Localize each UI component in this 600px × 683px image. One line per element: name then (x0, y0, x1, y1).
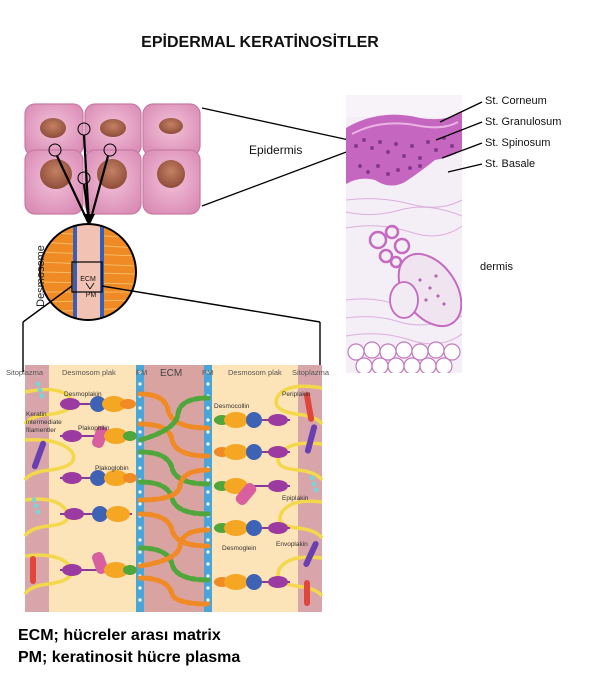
epidermis-connector-lines (201, 107, 350, 207)
plakoglobin-label: Plakoglobin (95, 465, 129, 472)
layer-label-spinosum: St. Spinosum (485, 137, 550, 149)
plakophilin-label: Plakophilin (78, 425, 110, 432)
keratinocyte-cell (142, 149, 201, 215)
desmocollin-complex (214, 444, 290, 460)
desmosome-detail-panel: Sitoplazma Desmosom plak PM ECM PM Desmo… (6, 365, 330, 612)
desmocollin-complex (214, 412, 290, 428)
keratin-label-line2: intermediate (26, 419, 62, 426)
page-title: EPİDERMAL KERATİNOSİTLER (141, 34, 379, 51)
desmoplakin-complex (60, 552, 137, 578)
ecm-label: ECM (160, 368, 182, 379)
pm-left-label: PM (136, 368, 147, 377)
caption-pm: PM; keratinosit hücre plasma (18, 649, 241, 666)
pm-right-label: PM (202, 368, 213, 377)
keratin-label-line3: filamentler (26, 427, 57, 434)
right-plaque-proteins (214, 412, 290, 590)
pm-small-label: PM (86, 292, 97, 299)
desmosom-plak-right-label: Desmosom plak (228, 368, 282, 377)
plakoglobin-complex (60, 470, 137, 486)
desmoplakin-complex (60, 506, 132, 522)
plasma-membranes (136, 365, 212, 612)
desmoglein-complex (214, 520, 290, 536)
keratinocyte-cell (24, 149, 84, 215)
layer-label-corneum: St. Corneum (485, 95, 547, 107)
desmosome-label: Desmosome (35, 245, 47, 307)
ecm-small-label: ECM (80, 276, 96, 283)
ecm-band (143, 365, 205, 612)
desmoplakin-complex (60, 396, 136, 412)
keratinocyte-cells (24, 103, 201, 215)
desmoplakin-label: Desmoplakin (64, 391, 102, 398)
plakophilin-complex (214, 478, 290, 506)
arrow-head (83, 214, 95, 226)
cadherin-chains (137, 391, 211, 607)
desmoglein-label: Desmoglein (222, 545, 257, 552)
zoom-lines (22, 285, 321, 372)
histology-section (346, 95, 462, 373)
sitoplazma-right-label: Sitoplazma (292, 368, 330, 377)
epiplakin-label: Epiplakin (282, 495, 309, 502)
desmoglein-complex (214, 574, 290, 590)
keratinocyte-cell (142, 103, 201, 157)
layer-pointer-lines (435, 101, 483, 173)
layer-label-granulosum: St. Granulosum (485, 116, 561, 128)
dermis-label: dermis (480, 261, 514, 273)
periplakin-label: Periplakin (282, 391, 311, 398)
keratinocyte-cell (24, 103, 84, 157)
caption-ecm: ECM; hücreler arası matrix (18, 627, 221, 644)
envoplakin-label: Envoplakin (276, 541, 308, 548)
sitoplazma-left-label: Sitoplazma (6, 368, 44, 377)
keratinocyte-cell (84, 103, 142, 157)
epidermis-label: Epidermis (249, 143, 302, 157)
plakophilin-complex (60, 426, 137, 448)
desmocollin-label: Desmocollin (214, 403, 250, 410)
keratinocyte-cell (84, 149, 142, 215)
edge-filaments (30, 381, 319, 606)
layer-label-basale: St. Basale (485, 158, 535, 170)
desmosom-plak-left-label: Desmosom plak (62, 368, 116, 377)
desmosome-zoom-circle: ECM PM (39, 223, 137, 321)
keratin-label-line1: Keratin (26, 411, 47, 418)
left-plaque-proteins (60, 396, 137, 578)
